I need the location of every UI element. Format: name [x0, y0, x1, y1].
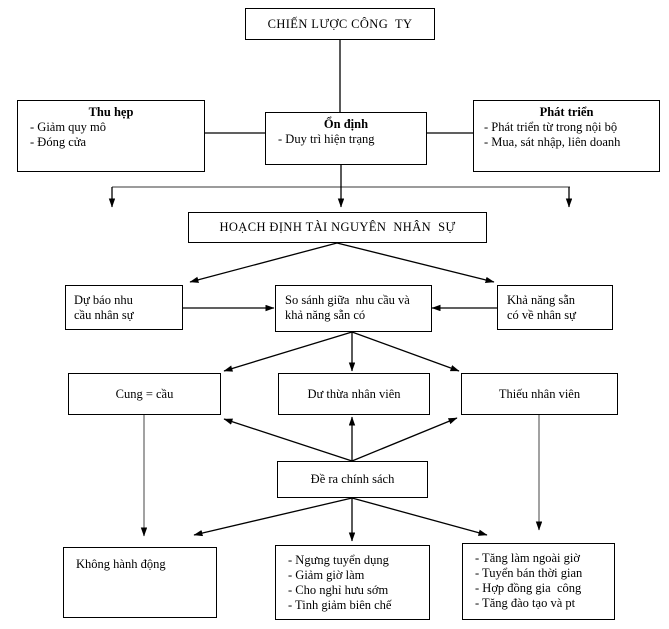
shrink-header: Thu hẹp	[88, 105, 134, 119]
action-surplus-line-1: - Ngưng tuyển dụng	[288, 553, 389, 567]
connector-policy-to-shortage-actions	[351, 497, 488, 536]
compare-line-2: khả năng sẵn có	[285, 308, 366, 322]
growth-item-1: - Phát triển từ trong nội bộ	[484, 120, 618, 134]
action-shortage-line-1: - Tăng làm ngoài giờ	[475, 551, 580, 565]
connector-planning-to-forecast	[189, 242, 338, 283]
growth-item-2: - Mua, sát nhập, liên doanh	[484, 135, 621, 149]
box-stable-strategy[interactable]: Ổn định - Duy trì hiện trạng	[265, 112, 427, 165]
box-shrink-strategy[interactable]: Thu hẹp - Giảm quy mô - Đóng cửa	[17, 100, 205, 172]
box-action-shortage[interactable]: - Tăng làm ngoài giờ - Tuyển bán thời gi…	[462, 543, 615, 620]
box-action-surplus[interactable]: - Ngưng tuyển dụng - Giảm giờ làm - Cho …	[275, 545, 430, 620]
connector-comparison-to-balanced	[223, 331, 353, 372]
box-available-supply[interactable]: Khả năng sẵn có về nhân sự	[497, 285, 613, 330]
shrink-item-1: - Giảm quy mô	[30, 120, 107, 134]
outcome-balanced-label: Cung = cầu	[115, 386, 174, 401]
box-action-none[interactable]: Không hành động	[63, 547, 217, 618]
demand-forecast-line-1: Dự báo nhu	[74, 293, 133, 307]
shrink-item-2: - Đóng cửa	[30, 135, 87, 149]
action-none-line-1: Không hành động	[76, 557, 166, 571]
box-outcome-surplus[interactable]: Dư thừa nhân viên	[278, 373, 430, 415]
policy-decision-label: Đề ra chính sách	[310, 472, 395, 486]
action-shortage-line-3: - Hợp đồng gia công	[475, 581, 582, 595]
company-strategy-label: CHIẾN LƯỢC CÔNG TY	[267, 16, 413, 31]
box-outcome-shortage[interactable]: Thiếu nhân viên	[461, 373, 618, 415]
box-hr-planning[interactable]: HOẠCH ĐỊNH TÀI NGUYÊN NHÂN SỰ	[188, 212, 487, 243]
growth-header: Phát triển	[539, 105, 594, 119]
action-shortage-line-4: - Tăng đào tạo và pt	[475, 596, 576, 610]
box-company-strategy[interactable]: CHIẾN LƯỢC CÔNG TY	[245, 8, 435, 40]
action-shortage-line-2: - Tuyển bán thời gian	[475, 566, 583, 580]
action-surplus-line-3: - Cho nghỉ hưu sớm	[288, 583, 389, 597]
outcome-surplus-label: Dư thừa nhân viên	[307, 386, 401, 401]
connector-policy-to-shortage	[351, 417, 458, 462]
action-surplus-line-2: - Giảm giờ làm	[288, 568, 365, 582]
box-outcome-balanced[interactable]: Cung = cầu	[68, 373, 221, 415]
action-surplus-line-4: - Tinh giảm biên chế	[288, 598, 392, 612]
box-compare-demand-supply[interactable]: So sánh giữa nhu cầu và khả năng sẵn có	[275, 285, 432, 332]
available-supply-line-1: Khả năng sẵn	[507, 293, 576, 307]
connector-planning-to-supply	[336, 242, 495, 284]
compare-line-1: So sánh giữa nhu cầu và	[285, 293, 410, 307]
box-policy-decision[interactable]: Đề ra chính sách	[277, 461, 428, 498]
stable-item-1: - Duy trì hiện trạng	[278, 132, 375, 146]
hr-planning-label: HOẠCH ĐỊNH TÀI NGUYÊN NHÂN SỰ	[219, 220, 456, 234]
connector-policy-to-balanced	[223, 418, 353, 462]
connector-policy-to-no-action	[193, 497, 353, 537]
box-demand-forecast[interactable]: Dự báo nhu cầu nhân sự	[65, 285, 183, 330]
demand-forecast-line-2: cầu nhân sự	[74, 308, 134, 322]
outcome-shortage-label: Thiếu nhân viên	[498, 386, 581, 401]
available-supply-line-2: có về nhân sự	[507, 308, 576, 322]
box-growth-strategy[interactable]: Phát triển - Phát triển từ trong nội bộ …	[473, 100, 660, 172]
stable-header: Ổn định	[323, 117, 369, 131]
connector-comparison-to-shortage	[351, 331, 460, 372]
